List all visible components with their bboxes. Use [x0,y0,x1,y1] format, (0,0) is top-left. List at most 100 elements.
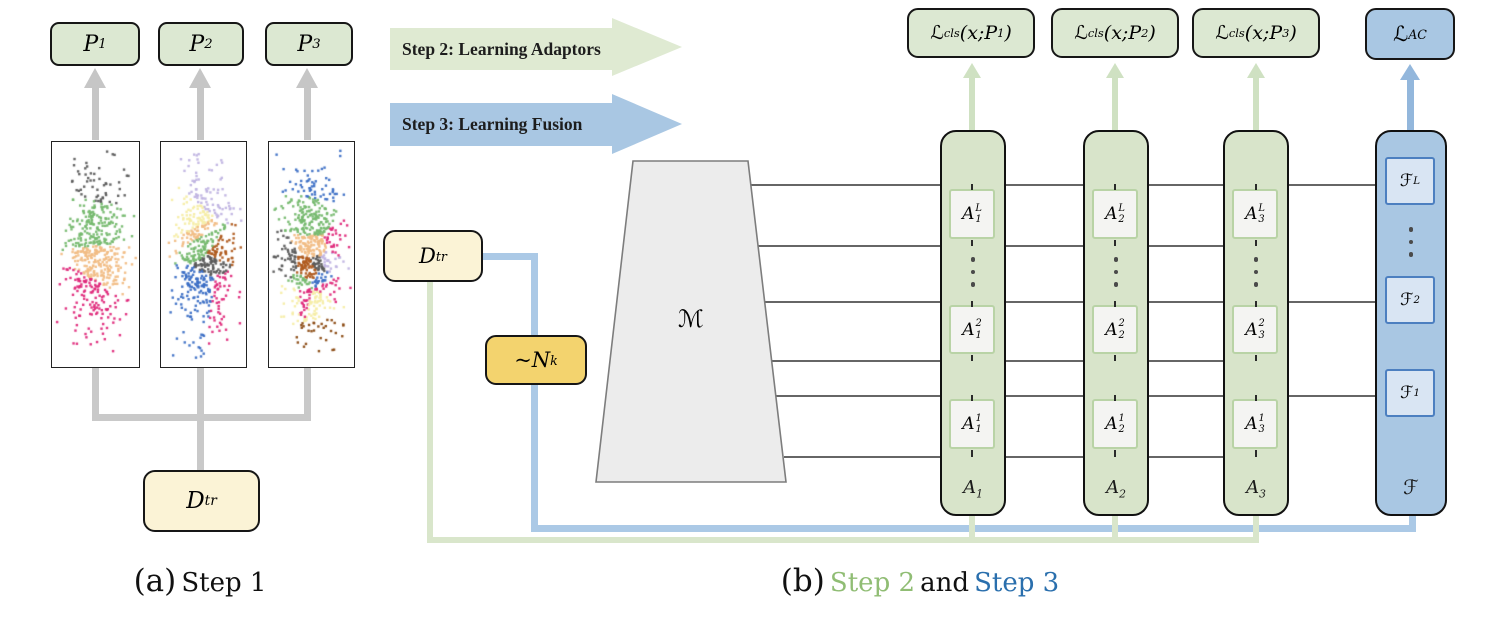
scatter-panel-1 [51,141,140,368]
feature-line-5 [776,395,1385,397]
adaptor-column-2-label: A2 [1106,477,1126,501]
cell-tick-1-6 [971,450,973,457]
cell-tick-2-1 [1114,184,1116,190]
loss-arrow-3-head [1247,63,1265,78]
feature-line-1 [751,184,1385,186]
backbone-label: ℳ [678,305,704,333]
green-route-stub-1 [969,516,975,540]
banner-step3-arrowhead [612,94,682,154]
prototype-arrow-1-head [84,68,106,88]
ellipsis-column-1 [942,257,1004,287]
feature-line-3 [765,301,1385,303]
scatter-canvas-1 [52,142,139,367]
green-route-h1 [427,537,1259,543]
cell-tick-3-4 [1255,355,1257,361]
loss-arrow-2-head [1106,63,1124,78]
prototype-arrow-3 [303,86,311,140]
prototype-arrow-2 [196,86,204,140]
scatter-panel-2 [160,141,247,368]
feature-line-6 [784,456,1285,458]
blue-route-v1 [531,253,538,532]
loss-arrow-2 [1112,76,1118,130]
caption-b-step3: Step 3 [974,568,1060,598]
scatter-canvas-2 [161,142,246,367]
cell-tick-2-5 [1114,395,1116,401]
caption-b-step2: Step 2 [829,568,916,598]
cell-tick-1-2 [971,240,973,246]
feature-line-4 [772,360,1285,362]
cell-tick-3-5 [1255,395,1257,401]
cell-tick-2-4 [1114,355,1116,361]
cell-tick-1-1 [971,184,973,190]
ellipsis-column-3 [1225,257,1287,287]
caption-a-text: Step 1 [181,568,267,598]
cell-tick-1-3 [971,301,973,307]
adaptor-column-1-label: A1 [963,477,983,501]
caption-a: (a) Step 1 [60,563,340,599]
loss-arrow-1 [969,76,975,130]
fusion-arrow [1406,78,1414,130]
caption-b: (b) Step 2 and Step 3 [630,563,1210,599]
ellipsis-fusion [1377,227,1445,257]
banner-step3: Step 3: Learning Fusion [390,103,613,146]
cell-tick-2-2 [1114,240,1116,246]
fusion-arrow-head [1400,64,1420,80]
loss-arrow-1-head [963,63,981,78]
scatter-panel-3 [268,141,355,368]
connector-stub-3 [303,368,311,418]
green-route-stub-3 [1253,516,1259,540]
trapezoid-shape [595,160,787,483]
ellipsis-column-2 [1085,257,1147,287]
cell-tick-3-1 [1255,184,1257,190]
cell-tick-1-4 [971,355,973,361]
cell-tick-1-5 [971,395,973,401]
banner-step2: Step 2: Learning Adaptors [390,28,613,70]
prototype-arrow-3-head [296,68,318,88]
backbone-trapezoid: ℳ [595,160,787,483]
cell-tick-3-2 [1255,240,1257,246]
banner-step3-label: Step 3: Learning Fusion [402,114,583,134]
feature-line-2 [758,245,1285,247]
green-route-stub-2 [1112,516,1118,540]
connector-stub-1 [91,368,99,418]
cell-tick-2-6 [1114,450,1116,457]
cell-tick-2-3 [1114,301,1116,307]
cell-tick-3-6 [1255,450,1257,457]
green-route-v1 [427,282,433,543]
caption-a-tag: (a) [133,563,177,599]
prototype-arrow-1 [91,86,99,140]
scatter-canvas-3 [269,142,354,367]
fusion-column-label: ℱ [1403,475,1419,499]
banner-step2-label: Step 2: Learning Adaptors [402,38,601,59]
caption-b-and: and [920,568,970,598]
banner-step2-arrowhead [612,18,682,76]
adaptor-column-3-label: A3 [1246,477,1266,501]
connector-bar [91,414,311,421]
cell-tick-3-3 [1255,301,1257,307]
caption-b-tag: (b) [780,563,825,599]
